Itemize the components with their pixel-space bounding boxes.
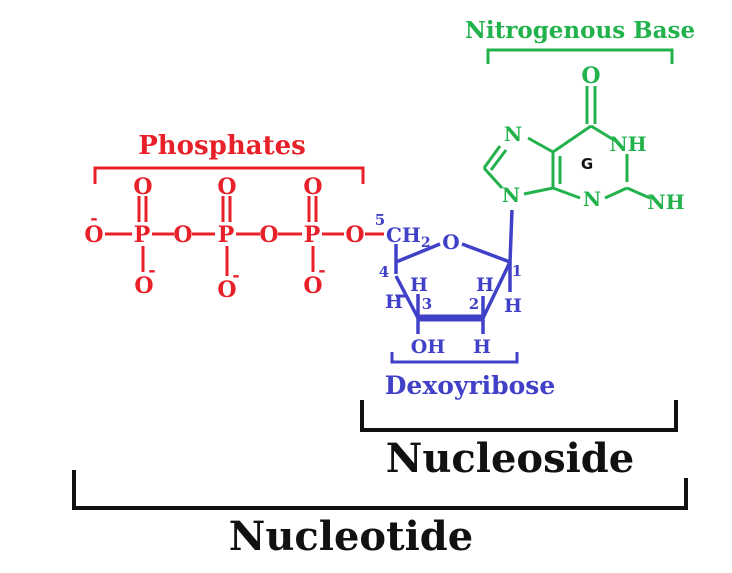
nucleoside-group: Nucleoside (360, 400, 678, 482)
nucleoside-bracket (360, 400, 678, 432)
phosphate-o-bridge-2: O (259, 222, 278, 248)
phosphate-o-terminal: O (84, 222, 103, 248)
phosphate-o-ester: O (345, 222, 364, 248)
phosphate-o-bottom-1-charge: - (148, 260, 155, 281)
nitrogenous-base-bracket (486, 48, 674, 64)
phosphate-p-beta: P (218, 222, 235, 248)
dexoyribose-label: Dexoyribose (385, 371, 556, 400)
sugar-c1-h: H (504, 295, 522, 317)
sugar-c3-number: 3 (422, 295, 432, 313)
nucleotide-bracket (72, 470, 688, 510)
sugar-3-hydroxyl: OH (411, 336, 446, 358)
guanine-bonds (482, 86, 651, 200)
guanine-g-label: G (581, 155, 593, 173)
phosphates-label: Phosphates (138, 131, 306, 161)
sugar-ch2-text: CH (386, 223, 421, 247)
sugar-ch2: CH2 (386, 223, 431, 251)
guanine-amino-nh: NH (647, 190, 684, 214)
phosphate-o-bottom-1: O (134, 273, 153, 299)
sugar-bonds (394, 209, 514, 334)
phosphate-o-top-2: O (217, 174, 236, 200)
guanine-carbonyl-o: O (581, 63, 600, 89)
nucleotide-label: Nucleotide (229, 513, 473, 560)
phosphate-bonds (105, 196, 344, 276)
phosphate-o-top-1: O (133, 174, 152, 200)
sugar-ch2-subscript: 2 (421, 235, 431, 251)
sugar-c4-number: 4 (379, 263, 389, 281)
phosphates-group: Phosphates O - P O O - (84, 131, 384, 303)
sugar-c1-number: 1 (512, 262, 522, 280)
sugar-c2-number: 2 (469, 295, 479, 313)
nitrogenous-base-label: Nitrogenous Base (465, 17, 695, 44)
guanine-n7: N (504, 122, 522, 146)
phosphate-o-bottom-2: O (217, 277, 236, 303)
dexoyribose-bracket (390, 352, 519, 364)
sugar-c4-h: H (410, 274, 428, 296)
guanine-n3: N (583, 187, 601, 211)
sugar-c3-h: H (385, 291, 403, 313)
phosphate-o-terminal-charge: - (90, 208, 97, 229)
phosphate-p-alpha: P (134, 222, 151, 248)
deoxyribose-group: 5 CH2 O 4 H H 3 2 H 1 H OH H Dexoyribose (375, 209, 556, 400)
phosphate-p-gamma: P (304, 222, 321, 248)
phosphate-o-bridge-1: O (173, 222, 192, 248)
phosphate-o-top-3: O (303, 174, 322, 200)
guanine-n1-nh: NH (609, 132, 646, 156)
sugar-c5-number: 5 (375, 211, 385, 229)
phosphates-bracket (93, 166, 365, 184)
sugar-ring-oxygen: O (442, 230, 459, 254)
nitrogenous-base-group: Nitrogenous Base O N NH N N NH G (465, 17, 695, 214)
sugar-c2-h-top: H (476, 274, 494, 296)
phosphate-o-bottom-3: O (303, 273, 322, 299)
phosphate-o-bottom-2-charge: - (232, 265, 239, 286)
nucleoside-label: Nucleoside (386, 435, 634, 482)
nucleotide-group: Nucleotide (72, 470, 688, 560)
guanine-n9: N (502, 183, 520, 207)
sugar-c2-h-bottom: H (473, 336, 491, 358)
phosphate-o-bottom-3-charge: - (318, 260, 325, 281)
